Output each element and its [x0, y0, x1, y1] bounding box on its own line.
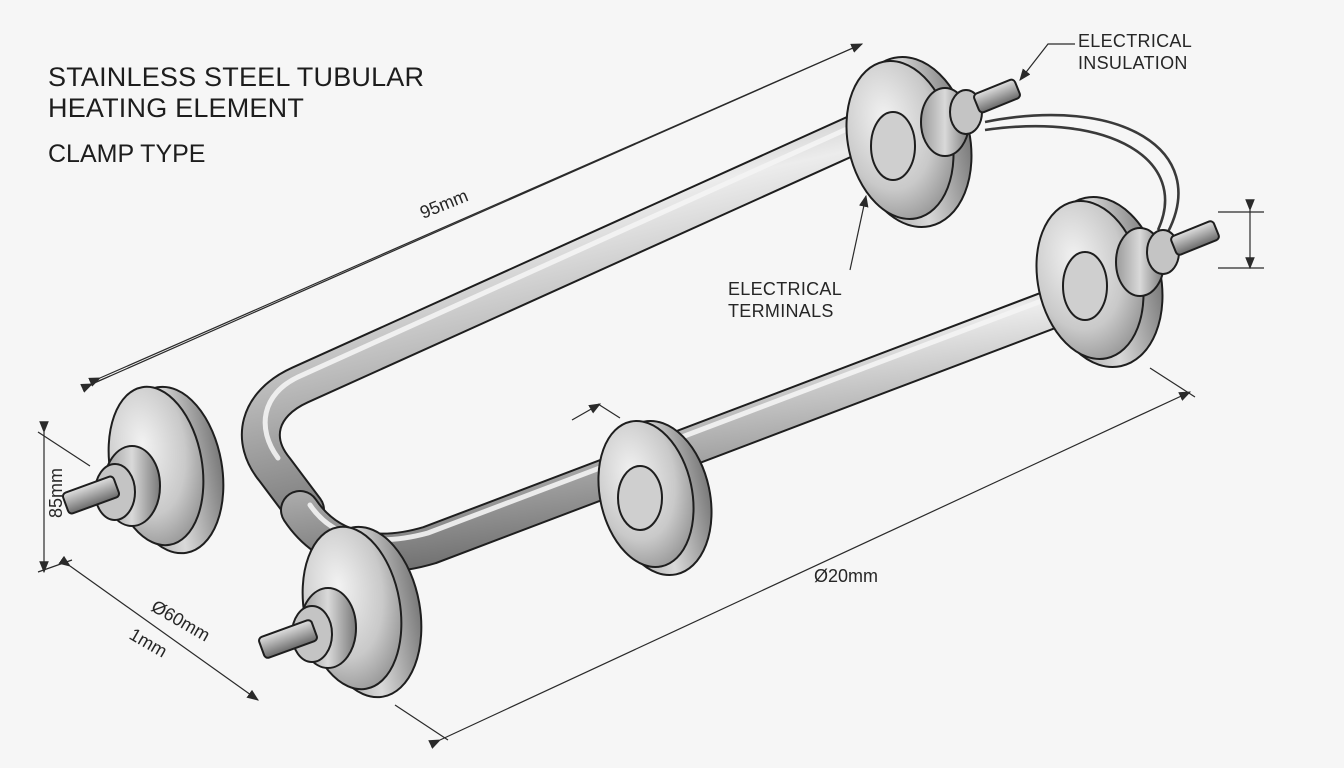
- flange-bottom-left: [258, 525, 423, 699]
- drawing-title: STAINLESS STEEL TUBULAR HEATING ELEMENT: [48, 62, 424, 124]
- dimension-line-60mm: [58, 555, 259, 701]
- thread-upper-right: [973, 78, 1021, 114]
- upper-tube: [241, 112, 880, 530]
- dimension-lines: [37, 43, 1264, 749]
- callout-terminals-line-1: ELECTRICAL: [728, 279, 843, 299]
- dim-1mm-label: 1mm: [126, 624, 171, 661]
- thread-bottom-left: [258, 619, 318, 659]
- callout-insulation-line-1: ELECTRICAL: [1078, 31, 1193, 51]
- callout-electrical-insulation: ELECTRICAL INSULATION: [1078, 30, 1192, 74]
- drawing-subtitle: CLAMP TYPE: [48, 140, 206, 168]
- thread-left: [61, 475, 121, 515]
- flange-upper-right: [845, 56, 1021, 228]
- thread-lower-right: [1170, 220, 1220, 256]
- dim-20mm-label: Ø20mm: [814, 566, 878, 586]
- dim-85mm-label: 85mm: [46, 468, 66, 518]
- title-line-2: HEATING ELEMENT: [48, 93, 305, 123]
- title-line-1: STAINLESS STEEL TUBULAR: [48, 62, 425, 92]
- dim-95mm-label: 95mm: [417, 185, 471, 222]
- callout-insulation-line-2: INSULATION: [1078, 53, 1188, 73]
- flange-left: [61, 385, 225, 555]
- callout-electrical-terminals: ELECTRICAL TERMINALS: [728, 278, 842, 322]
- flange-middle: [597, 419, 713, 577]
- callout-terminals-line-2: TERMINALS: [728, 301, 834, 321]
- insulation-wires: [984, 113, 1180, 233]
- dimension-line-20mm: [428, 391, 1192, 749]
- flange-lower-right: [1035, 196, 1220, 368]
